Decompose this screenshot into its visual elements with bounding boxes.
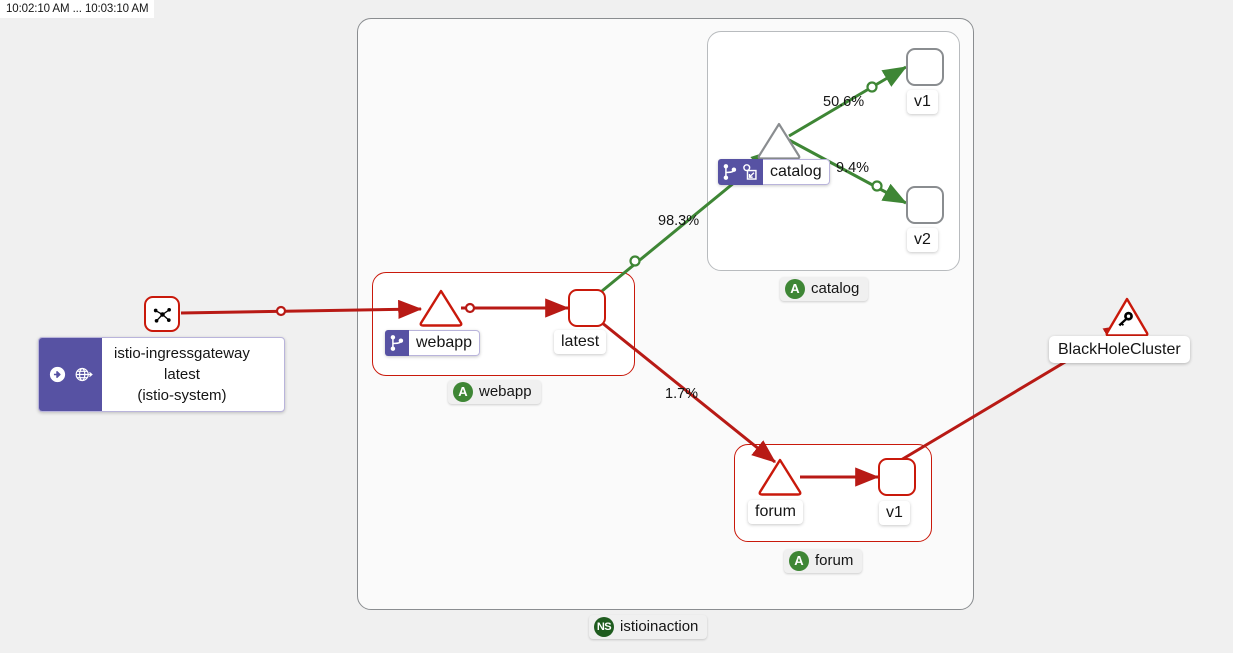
namespace-badge-icon: NS bbox=[594, 617, 614, 637]
workload-square-latest[interactable] bbox=[568, 289, 606, 327]
node-label-forum-service: forum bbox=[748, 500, 803, 524]
app-badge-icon: A bbox=[453, 382, 473, 402]
workload-square-forum-v1[interactable] bbox=[878, 458, 916, 496]
time-range-label: 10:02:10 AM ... 10:03:10 AM bbox=[0, 0, 155, 18]
node-forum-service[interactable] bbox=[757, 456, 803, 501]
app-badge-icon: A bbox=[789, 551, 809, 571]
service-triangle-catalog[interactable] bbox=[756, 120, 802, 160]
node-label-webapp-latest: latest bbox=[554, 330, 607, 354]
app-badge-icon: A bbox=[785, 279, 805, 299]
service-triangle-blackhole[interactable] bbox=[1104, 296, 1150, 338]
workload-square-catalog-v2[interactable] bbox=[906, 186, 944, 224]
node-catalog-v1[interactable] bbox=[906, 48, 944, 86]
node-webapp-latest[interactable] bbox=[568, 289, 606, 327]
edge-label-catalog-to-v1: 50.6% bbox=[823, 94, 865, 110]
catalog-badge-group bbox=[718, 159, 763, 185]
virtual-service-icon bbox=[723, 164, 737, 180]
node-webapp-service[interactable] bbox=[418, 287, 464, 332]
group-tag-forum[interactable]: A forum bbox=[784, 549, 863, 573]
edge-label-latest-to-forum: 1.7% bbox=[665, 386, 699, 402]
node-label-catalog-v1: v1 bbox=[907, 90, 938, 114]
group-tag-webapp[interactable]: A webapp bbox=[448, 380, 541, 404]
destination-rule-icon bbox=[743, 164, 757, 180]
node-label-blackholecluster: BlackHoleCluster bbox=[1049, 336, 1190, 363]
node-label-catalog-service[interactable]: catalog bbox=[718, 159, 830, 185]
node-label-webapp-text: webapp bbox=[409, 330, 481, 356]
edge-label-catalog-to-v2: 9.4% bbox=[836, 160, 870, 176]
service-triangle-forum[interactable] bbox=[757, 456, 803, 496]
topology-icon bbox=[153, 307, 171, 323]
group-tag-label: forum bbox=[815, 552, 854, 569]
group-tag-label: catalog bbox=[811, 280, 860, 297]
node-catalog-service[interactable] bbox=[756, 120, 802, 165]
virtual-service-icon bbox=[390, 335, 404, 351]
ingress-badge-group bbox=[39, 338, 102, 411]
service-triangle-webapp[interactable] bbox=[418, 287, 464, 327]
node-label-istio-ingressgateway[interactable]: istio-ingressgateway latest (istio-syste… bbox=[38, 337, 285, 412]
node-istio-ingressgateway[interactable] bbox=[144, 296, 180, 332]
workload-square-catalog-v1[interactable] bbox=[906, 48, 944, 86]
gateway-globe-icon bbox=[75, 367, 93, 382]
node-label-catalog-text: catalog bbox=[763, 159, 830, 185]
group-tag-label: webapp bbox=[479, 383, 532, 400]
namespace-tag-label: istioinaction bbox=[620, 618, 699, 635]
node-catalog-v2[interactable] bbox=[906, 186, 944, 224]
ingress-node-shape[interactable] bbox=[144, 296, 180, 332]
arrow-circle-right-icon bbox=[49, 366, 66, 383]
node-label-forum-v1: v1 bbox=[879, 501, 910, 525]
node-label-catalog-v2: v2 bbox=[907, 228, 938, 252]
webapp-badge-group bbox=[385, 330, 409, 356]
group-tag-namespace[interactable]: NS istioinaction bbox=[589, 615, 708, 639]
key-icon bbox=[1118, 311, 1133, 327]
group-tag-catalog[interactable]: A catalog bbox=[780, 277, 869, 301]
edge-label-latest-to-catalog: 98.3% bbox=[658, 213, 700, 229]
node-blackholecluster[interactable] bbox=[1104, 296, 1150, 343]
node-label-webapp-service[interactable]: webapp bbox=[385, 330, 481, 356]
ingress-label-text: istio-ingressgateway latest (istio-syste… bbox=[114, 345, 250, 404]
node-forum-v1[interactable] bbox=[878, 458, 916, 496]
